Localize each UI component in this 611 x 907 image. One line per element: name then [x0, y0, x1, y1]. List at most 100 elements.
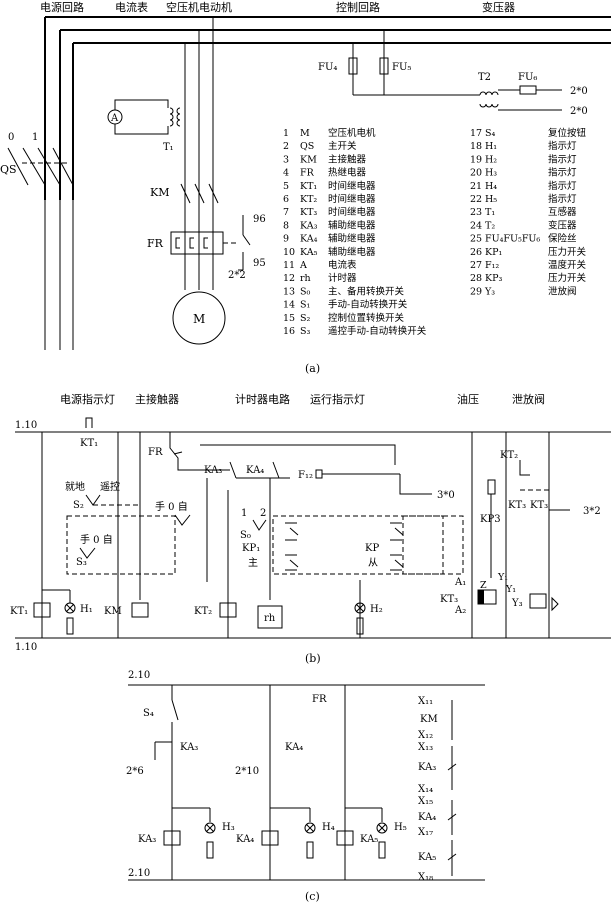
w2x10-label: 2*10 [235, 766, 259, 777]
c-bus-top: 2.10 [128, 670, 150, 681]
s2-label: S₂ [73, 500, 84, 511]
legend-desc: 主接触器 [328, 153, 367, 165]
legend-desc: 计时器 [328, 272, 357, 284]
x14-label: X₁₄ [418, 784, 433, 795]
legend-desc: 温度开关 [548, 259, 587, 271]
legend-num: 9 [283, 234, 289, 245]
legend-code: S₀ [300, 286, 311, 297]
h4-label: H₄ [322, 822, 335, 833]
km-coil-label: KM [104, 606, 122, 617]
caption-c: (c) [305, 890, 320, 903]
legend-num: 14 [283, 300, 295, 311]
legend-code: KT₃ [300, 207, 317, 218]
legend-code: H₅ [485, 194, 497, 205]
legend-desc: 复位按钮 [548, 127, 587, 139]
legend-num: 25 [470, 234, 482, 245]
f12-label: F₁₂ [298, 470, 313, 481]
legend-code: F₁₂ [485, 260, 499, 271]
x15-label: X₁₅ [418, 796, 433, 807]
legend-num: 28 [470, 273, 482, 284]
qs-0-label: 0 [8, 132, 14, 143]
hand0auto-b: 手 0 自 [80, 533, 113, 546]
kt3-b-label: KT₃ [530, 500, 548, 511]
legend-num: 4 [283, 168, 289, 179]
x12-label: X₁₂ [418, 730, 433, 741]
ka3-b-label: KA₃ [204, 465, 222, 476]
fu4-label: FU₄ [318, 62, 337, 73]
legend-code: KA₃ [300, 220, 318, 231]
t2-label: T2 [478, 72, 491, 83]
fr-b-label: FR [148, 447, 163, 458]
legend-num: 8 [283, 220, 289, 231]
legend-code: FU₄FU₅FU₆ [485, 234, 540, 245]
h3-label: H₃ [222, 822, 235, 833]
legend-code: T₁ [485, 207, 495, 218]
c-ka4-coil: KA₄ [236, 834, 254, 845]
legend-num: 5 [283, 181, 289, 192]
legend-num: 7 [283, 207, 289, 218]
legend-desc: 变压器 [548, 219, 577, 231]
header-power-loop: 电源回路 [40, 0, 84, 14]
legend-desc: 时间继电器 [328, 206, 376, 218]
legend-num: 26 [470, 247, 482, 258]
legend-num: 13 [283, 286, 295, 297]
header-control-loop: 控制回路 [336, 0, 380, 14]
legend-num: 29 [470, 286, 482, 297]
x13-label: X₁₃ [418, 742, 433, 753]
s4-label: S₄ [143, 708, 154, 719]
legend-desc: 保险丝 [548, 233, 577, 245]
x11-label: X₁₁ [418, 696, 433, 707]
header-run-lamp: 运行指示灯 [310, 392, 365, 406]
header-main-contactor: 主接触器 [135, 392, 179, 406]
kp1-label: KP₁ [242, 543, 260, 554]
n96-label: 96 [253, 214, 266, 225]
hand0auto-a: 手 0 自 [155, 500, 188, 513]
legend-num: 20 [470, 168, 482, 179]
legend-desc: 压力开关 [548, 272, 587, 284]
x18-label: X₁₈ [418, 872, 433, 883]
s0-label: S₀ [240, 530, 251, 541]
legend-desc: 手动-自动转换开关 [328, 299, 408, 311]
legend-num: 3 [283, 154, 289, 165]
legend-num: 27 [470, 260, 482, 271]
x17-label: X₁₇ [418, 827, 433, 838]
legend-code: T₂ [485, 220, 495, 231]
legend-num: 23 [470, 207, 482, 218]
kt2-top-label: KT₂ [500, 450, 518, 461]
c-bus-bottom: 2.10 [128, 868, 150, 879]
legend-num: 19 [470, 154, 482, 165]
legend-code: KM [300, 154, 317, 165]
kp3-label: KP3 [480, 514, 501, 525]
legend-num: 11 [283, 260, 295, 271]
legend-desc: 指示灯 [548, 193, 577, 205]
legend-desc: 遥控手动-自动转换开关 [328, 325, 427, 337]
km-label: KM [150, 186, 169, 199]
n95-label: 95 [253, 258, 266, 269]
header-transformer: 变压器 [482, 0, 515, 14]
h2-label: H₂ [370, 604, 383, 615]
legend-desc: 时间继电器 [328, 193, 376, 205]
a1-label: A₁ [454, 577, 466, 588]
legend-code: KT₂ [300, 194, 317, 205]
legend-desc: 电流表 [328, 259, 357, 271]
legend-desc: 指示灯 [548, 153, 577, 165]
qs-label: QS [0, 163, 17, 176]
header-power-lamp: 电源指示灯 [60, 392, 115, 406]
c-ka3-coil: KA₃ [138, 834, 156, 845]
legend-code: S₁ [300, 300, 311, 311]
legend-num: 12 [283, 273, 295, 284]
kt1-top-label: KT₁ [80, 438, 98, 449]
legend-code: FR [300, 168, 315, 179]
kt1-coil-label: KT₁ [10, 606, 28, 617]
a2-label: A₂ [454, 605, 466, 616]
motor: M [172, 291, 226, 345]
legend-code: KT₁ [300, 181, 317, 192]
legend-code: KA₄ [300, 234, 318, 245]
caption-a: (a) [305, 362, 320, 375]
header-relief-valve: 泄放阀 [512, 392, 545, 406]
z-label: Z [480, 580, 487, 591]
c-ka5-coil: KA₅ [360, 834, 378, 845]
out-3x0-label: 3*0 [437, 490, 455, 501]
c-ka4-label: KA₄ [285, 742, 303, 753]
legend-code: S₃ [300, 326, 311, 337]
